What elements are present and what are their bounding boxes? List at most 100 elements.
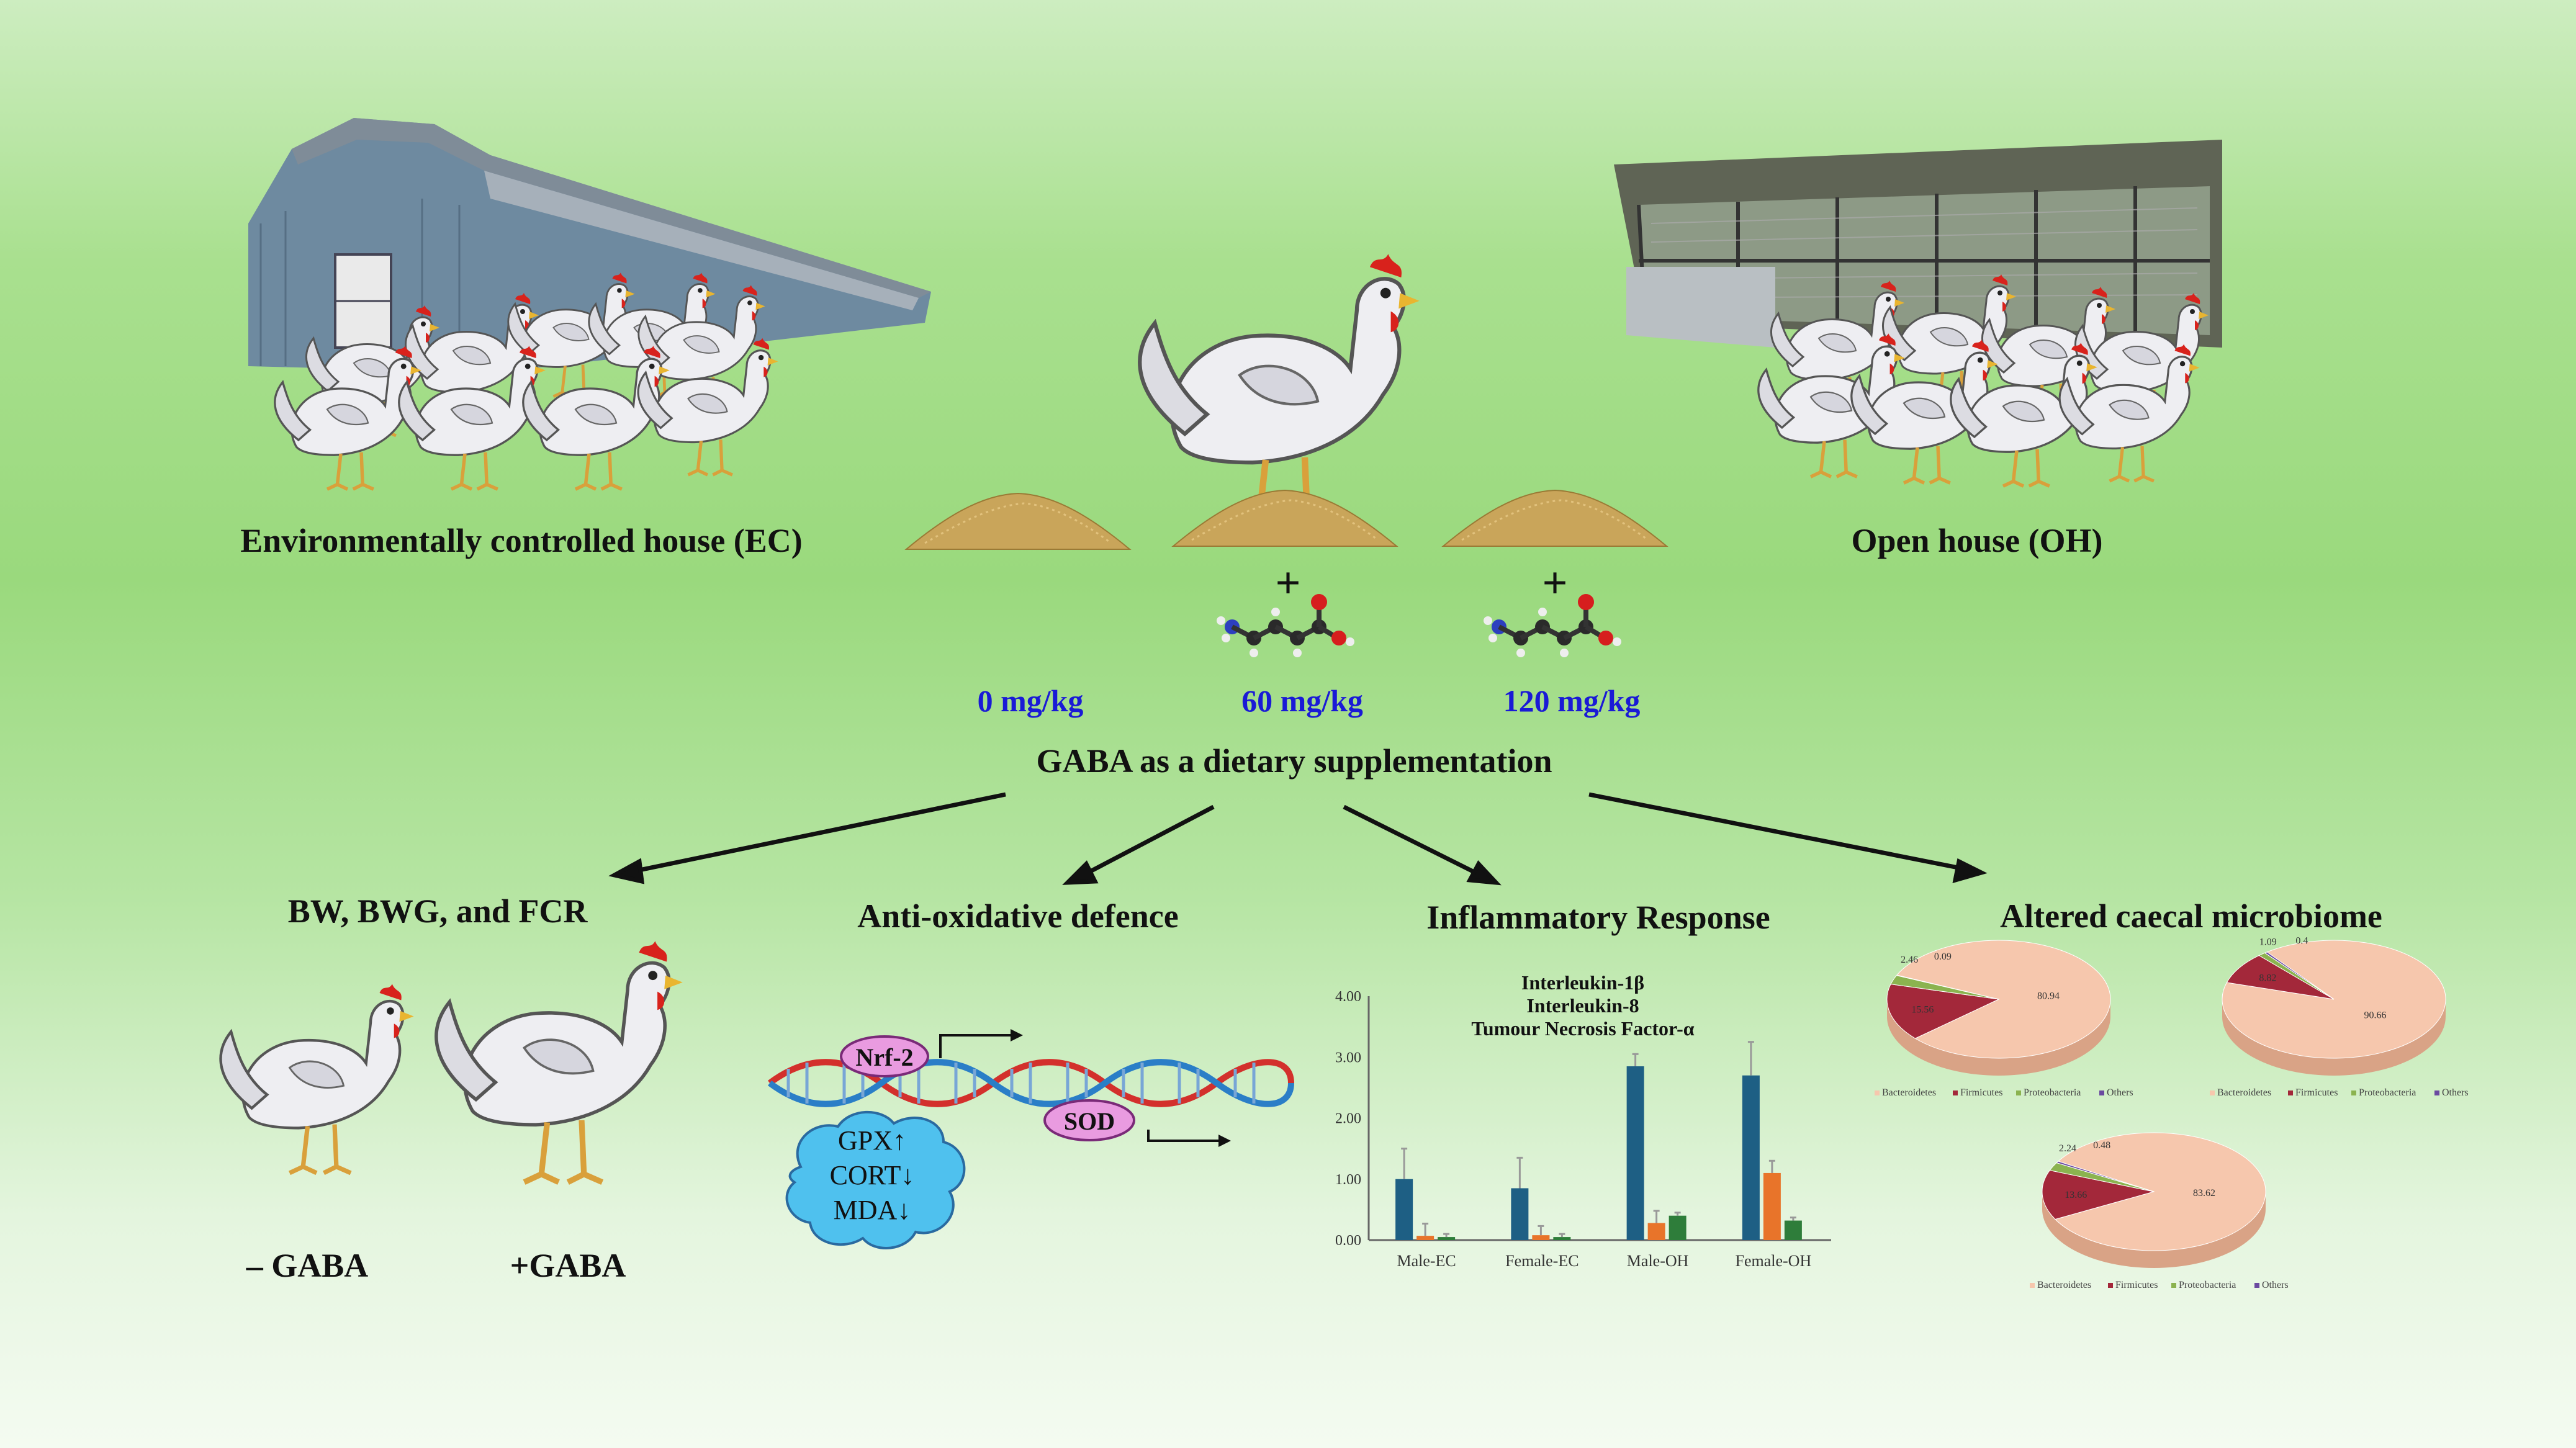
chart-title-line-1: Interleukin-1β [1521, 971, 1645, 994]
bar [1626, 1066, 1644, 1240]
oh-house-label: Open house (OH) [1851, 522, 2103, 559]
bar [1395, 1179, 1413, 1240]
x-tick-label: Female-OH [1736, 1252, 1812, 1270]
ec-house-label: Environmentally controlled house (EC) [240, 522, 803, 559]
bar [1784, 1220, 1802, 1240]
plus-sign-60: + [1275, 558, 1301, 608]
nrf2-label: Nrf-2 [855, 1043, 914, 1071]
y-tick-label: 3.00 [1335, 1050, 1361, 1066]
pie-slice [2056, 1161, 2155, 1192]
nrf2-ellipse [840, 1035, 929, 1077]
pie-value-label: 90.66 [2364, 1010, 2386, 1020]
x-tick-label: Male-OH [1627, 1252, 1689, 1270]
pie-value-label: 15.56 [1911, 1004, 1934, 1015]
legend-swatch [2210, 1090, 2215, 1095]
bar [1511, 1188, 1529, 1240]
x-tick-label: Male-EC [1397, 1252, 1456, 1270]
oh-house-illustration [1614, 140, 2222, 348]
pie-slice [2264, 951, 2335, 1000]
legend-swatch [2016, 1090, 2021, 1095]
legend-label: Others [2107, 1087, 2133, 1098]
chart-bars-group [1395, 1041, 1802, 1240]
chart-title-line-2: Interleukin-8 [1526, 994, 1639, 1017]
biomarker-cloud [785, 1110, 966, 1249]
legend-swatch [2288, 1090, 2293, 1095]
chart-title-line-3: Tumour Necrosis Factor-α [1471, 1017, 1695, 1040]
grain-piles [905, 489, 1668, 551]
pie-value-label: 2.24 [2059, 1143, 2076, 1154]
bar [1416, 1236, 1434, 1240]
legend-swatch [1953, 1090, 1958, 1095]
cort-label: CORT↓ [829, 1160, 915, 1190]
dose-120-label: 120 mg/kg [1503, 683, 1641, 718]
legend-label: Bacteroidetes [2217, 1087, 2271, 1098]
legend-label: Bacteroidetes [1882, 1087, 1936, 1098]
legend-swatch [1875, 1090, 1880, 1095]
outcome-microbiome-title: Altered caecal microbiome [2000, 897, 2382, 935]
sod-label: SOD [1063, 1107, 1115, 1135]
outcome-antiox-title: Anti-oxidative defence [857, 897, 1179, 935]
pie-value-label: 0.48 [2093, 1140, 2110, 1151]
legend-swatch [2254, 1283, 2259, 1288]
sod-ellipse [1043, 1099, 1135, 1141]
pie-slice [1896, 940, 2111, 1059]
bar [1669, 1215, 1687, 1240]
gpx-label: GPX↑ [837, 1125, 907, 1156]
pie-slice [1896, 974, 1999, 1000]
flow-arrows [608, 792, 1988, 886]
legend-label: Others [2262, 1280, 2289, 1290]
bar [1742, 1075, 1760, 1240]
dose-0-label: 0 mg/kg [977, 683, 1084, 718]
pie-value-label: 83.62 [2193, 1188, 2215, 1198]
legend-label: Firmicutes [2295, 1087, 2338, 1098]
dose-60-label: 60 mg/kg [1241, 683, 1363, 718]
minus-gaba-label: – GABA [246, 1247, 369, 1284]
bar [1647, 1223, 1665, 1240]
legend-swatch [2099, 1090, 2104, 1095]
legend-swatch [2108, 1283, 2113, 1288]
legend-label: Others [2442, 1087, 2469, 1098]
outcome-inflam-title: Inflammatory Response [1426, 899, 1770, 936]
legend-label: Firmicutes [2115, 1280, 2158, 1290]
pie-value-label: 1.09 [2259, 937, 2277, 947]
legend-label: Proteobacteria [2024, 1087, 2081, 1098]
pie-slice [2226, 955, 2335, 1000]
outcome-growth-title: BW, BWG, and FCR [287, 893, 588, 930]
mda-label: MDA↓ [833, 1195, 911, 1225]
legend-swatch [2434, 1090, 2439, 1095]
inflammation-chart: 0.00 1.00 2.00 3.00 4.00 Male-EC Female-EC Mal… [1335, 989, 1831, 1270]
bar [1438, 1237, 1456, 1240]
legend-label: Proteobacteria [2179, 1280, 2236, 1290]
legend-swatch [2030, 1283, 2035, 1288]
legend-swatch [2351, 1090, 2356, 1095]
y-tick-label: 4.00 [1335, 989, 1361, 1005]
pie-value-label: 0.09 [1934, 951, 1952, 962]
pie-slice [2042, 1170, 2155, 1220]
center-hen [1140, 254, 1420, 528]
pie-value-label: 8.82 [2259, 973, 2276, 984]
pie-value-label: 80.94 [2037, 991, 2060, 1002]
plus-gaba-label: +GABA [510, 1247, 626, 1284]
dna-helix [768, 1029, 1294, 1249]
legend-label: Proteobacteria [2359, 1087, 2416, 1098]
legend-label: Firmicutes [1960, 1087, 2002, 1098]
chart-yticks-group: 0.00 1.00 2.00 3.00 4.00 [1335, 989, 1361, 1249]
pie-slice [2055, 1132, 2266, 1251]
plus-sign-120: + [1542, 558, 1568, 608]
y-tick-label: 2.00 [1335, 1111, 1361, 1127]
x-tick-label: Female-EC [1505, 1252, 1578, 1270]
y-tick-label: 0.00 [1335, 1233, 1361, 1249]
y-tick-label: 1.00 [1335, 1172, 1361, 1188]
pie-value-label: 13.66 [2065, 1190, 2087, 1200]
legend-label: Bacteroidetes [2037, 1280, 2091, 1290]
bar [1532, 1235, 1550, 1240]
pie-value-label: 2.46 [1901, 955, 1918, 965]
legend-swatch [2171, 1283, 2176, 1288]
bar [1763, 1172, 1781, 1240]
pie-slice [1886, 984, 2000, 1039]
